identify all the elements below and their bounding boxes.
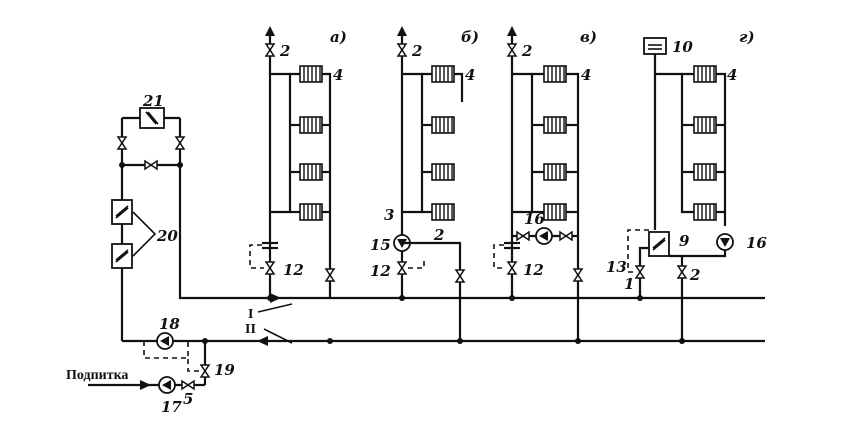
scheme-v: 2 4 16 12 в) <box>493 26 597 344</box>
radiator-icon <box>543 116 567 134</box>
radiator-icon <box>693 163 717 181</box>
label-13: 13 <box>606 258 627 276</box>
valve-icon <box>325 268 335 282</box>
radiator-icon <box>543 203 567 221</box>
valve-icon <box>455 269 465 283</box>
radiator-icon <box>431 203 455 221</box>
valve-12-icon <box>507 261 517 275</box>
label-2: 2 <box>689 266 700 284</box>
valve-13-icon <box>635 265 645 279</box>
makeup-label: Подпитка <box>66 368 128 383</box>
heat-source: 20 21 <box>111 92 185 341</box>
label-9: 9 <box>679 232 690 250</box>
radiator-icon <box>431 65 455 83</box>
label-2: 2 <box>433 226 444 244</box>
network-pump-18-icon <box>156 332 174 350</box>
label-16: 16 <box>746 234 767 252</box>
label-12: 12 <box>523 261 544 279</box>
label-20: 20 <box>156 227 178 245</box>
scheme-b: 2 4 3 15 2 12 б) <box>370 26 479 344</box>
radiator-icon <box>299 163 323 181</box>
bypass-valve-icon <box>144 160 158 170</box>
scheme-g: 10 4 9 16 13 1 2 г) <box>606 28 767 344</box>
label-10: 10 <box>672 38 693 56</box>
scheme-a: 2 4 12 а) <box>249 26 347 344</box>
variant-label-b: б) <box>461 28 479 46</box>
valve-icon <box>516 231 530 241</box>
label-21: 21 <box>142 92 164 110</box>
label-5: 5 <box>183 390 193 408</box>
label-16: 16 <box>524 210 545 228</box>
label-17: 17 <box>161 398 182 416</box>
boiler-20-lower-icon <box>111 243 133 269</box>
supply-label-leader <box>257 303 293 313</box>
variant-label-a: а) <box>330 28 347 46</box>
supply-main-label: I <box>248 307 253 322</box>
valve-icon <box>117 136 127 150</box>
label-4: 4 <box>727 66 737 84</box>
pump-16-icon <box>716 233 734 251</box>
radiator-icon <box>543 65 567 83</box>
radiator-icon <box>693 116 717 134</box>
label-2: 2 <box>411 42 422 60</box>
valve-12-icon <box>397 261 407 275</box>
air-valve-icon <box>397 43 407 57</box>
label-2: 2 <box>279 42 290 60</box>
radiator-icon <box>431 116 455 134</box>
radiator-icon <box>431 163 455 181</box>
label-19: 19 <box>214 361 235 379</box>
radiator-icon <box>693 65 717 83</box>
radiator-icon <box>299 203 323 221</box>
radiator-icon <box>299 116 323 134</box>
radiator-icon <box>543 163 567 181</box>
pumping-station: 18 19 17 5 Подпитка <box>66 315 235 416</box>
return-main-label: II <box>245 322 256 337</box>
label-3: 3 <box>384 206 394 224</box>
variant-label-v: в) <box>580 28 597 46</box>
label-4: 4 <box>333 66 343 84</box>
heater-21-icon <box>139 107 165 129</box>
valve-icon <box>175 136 185 150</box>
valve-icon <box>559 231 573 241</box>
valve-5-icon <box>181 380 195 390</box>
label-12: 12 <box>370 262 391 280</box>
pump-16-icon <box>535 227 553 245</box>
radiator-icon <box>693 203 717 221</box>
makeup-pump-17-icon <box>158 376 176 394</box>
label-12: 12 <box>283 261 304 279</box>
air-valve-icon <box>507 43 517 57</box>
expansion-tank-10-icon <box>643 37 667 55</box>
valve-icon <box>573 268 583 282</box>
heat-exchanger-9-icon <box>648 231 670 257</box>
label-18: 18 <box>159 315 180 333</box>
label-4: 4 <box>581 66 591 84</box>
label-1: 1 <box>624 275 634 293</box>
label-15: 15 <box>370 236 391 254</box>
variant-label-g: г) <box>739 28 755 46</box>
boiler-20-upper-icon <box>111 199 133 225</box>
valve-12-icon <box>265 261 275 275</box>
label-2: 2 <box>521 42 532 60</box>
radiator-icon <box>299 65 323 83</box>
return-label-leader <box>263 328 293 344</box>
supply-main <box>178 170 765 303</box>
valve-icon <box>677 265 687 279</box>
return-main <box>122 336 765 346</box>
valve-19-icon <box>200 364 210 378</box>
label-4: 4 <box>465 66 475 84</box>
air-valve-icon <box>265 43 275 57</box>
